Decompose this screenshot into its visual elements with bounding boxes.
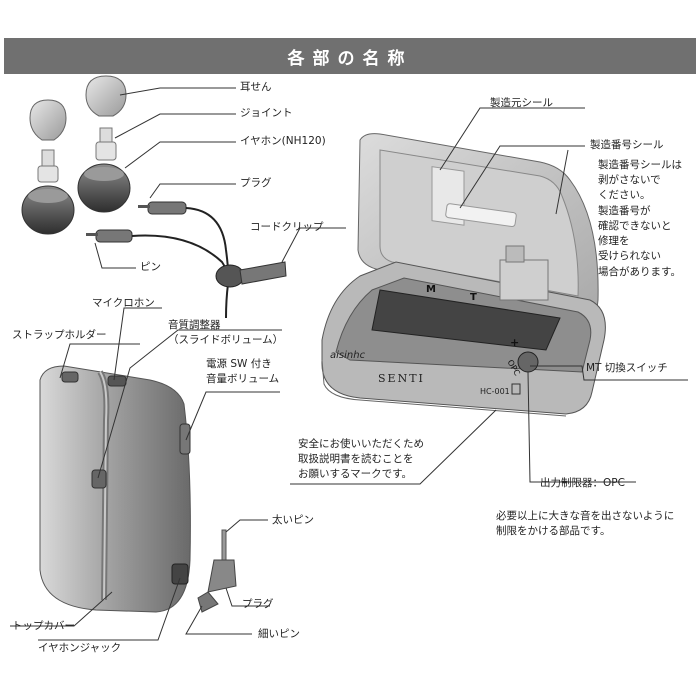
label-earphone: イヤホン(NH120) [240,135,326,147]
earplug-illustration [29,75,127,141]
plus-mark: + [510,336,519,349]
model-mark: SENTI [378,372,425,385]
cord-clip-illustration [215,261,287,288]
label-microphone: マイクロホン [92,297,155,309]
serial-note-line: 製造番号シールは [598,159,682,171]
power-volume-line: 電源 SW 付き [206,358,272,370]
hearing-aid-body-illustration [39,365,191,613]
label-pin: ピン [140,261,161,273]
label-maker-seal: 製造元シール [490,97,553,109]
limiter-note-line: 必要以上に大きな音を出さないように [496,510,675,522]
label-earphone-jack: イヤホンジャック [38,642,122,654]
serial-note-line: 製造番号が [598,204,651,217]
brand-mark: aisinhc [330,350,366,361]
serial-note-line: 場合があります。 [598,265,681,278]
label-thin-pin: 細いピン [258,628,300,640]
label-thick-pin: 太いピン [272,514,314,526]
label-joint: ジョイント [240,107,293,119]
serial-note-line: ください。 [598,189,651,202]
serial-note-line: 剥がさないで [598,174,661,187]
power-volume-line: 音量ボリューム [206,373,280,386]
leader-lines [10,87,688,641]
label-power-volume: 電源 SW 付き 音量ボリューム [206,357,279,387]
switch-m-mark: M [426,284,436,295]
safety-note-line: 取扱説明書を読むことを [298,453,414,466]
serial-note-line: 修理を [598,235,630,248]
case-base-illustration [321,245,606,417]
serial-seal-note: 製造番号シールは 剥がさないで ください。 製造番号が 確認できないと 修理を … [598,158,682,280]
pin-plug-illustration [197,529,237,613]
title-bar: 各部の名称 [4,38,696,74]
limiter-note-line: 制限をかける部品です。 [496,525,611,538]
label-tone-control: 音質調整器 （スライドボリューム） [168,318,283,348]
serial-note-line: 確認できないと [598,219,672,232]
tone-control-line: 音質調整器 [168,319,221,331]
label-top-cover: トップカバー [12,620,75,632]
page-title: 各部の名称 [287,48,413,69]
label-mt-switch: MT 切換スイッチ [586,362,668,374]
limiter-note: 必要以上に大きな音を出さないように 制限をかける部品です。 [496,509,674,539]
joint-illustration [37,127,117,183]
code-mark: HC-001 [480,387,510,396]
label-output-limiter: 出力制限器：OPC [540,477,625,489]
label-strap-holder: ストラップホルダー [12,329,107,341]
safety-mark-note: 安全にお使いいただくため 取扱説明書を読むことを お願いするマークです。 [298,437,424,483]
safety-note-line: お願いするマークです。 [298,468,413,481]
switch-t-mark: T [470,292,477,303]
label-plug: プラグ [240,177,272,189]
label-serial-seal: 製造番号シール [590,139,664,151]
label-cord-clip: コードクリップ [250,221,324,233]
serial-note-line: 受けられない [598,250,661,263]
tone-control-line: （スライドボリューム） [168,334,284,347]
earphone-illustration [21,163,131,235]
label-plug-2: プラグ [242,598,274,610]
safety-note-line: 安全にお使いいただくため [298,438,424,450]
label-earplug: 耳せん [240,81,272,93]
